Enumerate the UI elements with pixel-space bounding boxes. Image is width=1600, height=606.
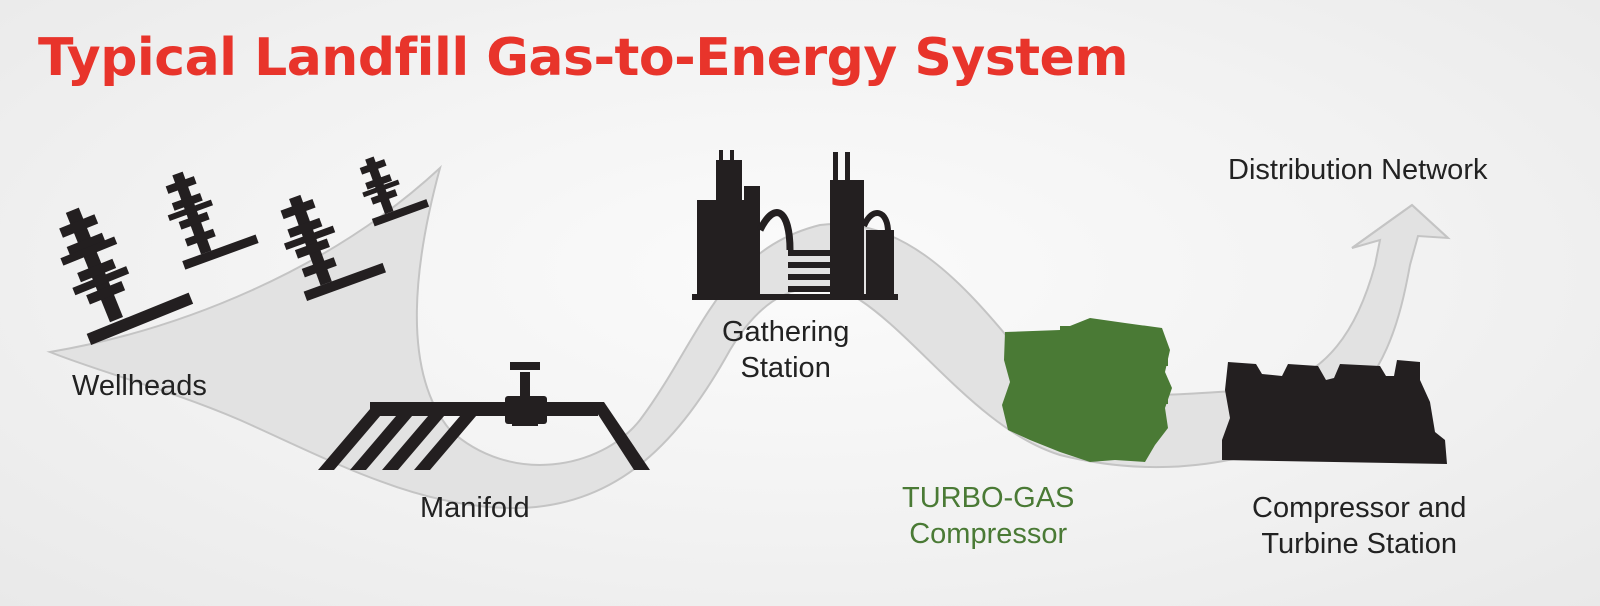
gathering-station-label-line2: Station (740, 352, 831, 384)
compressor-station-label-line2: Turbine Station (1261, 528, 1457, 560)
wellhead-4-icon (359, 156, 430, 227)
gathering-station-label-line1: Gathering (722, 316, 850, 348)
turbo-gas-label-line2: Compressor (909, 518, 1068, 550)
wellheads-label: Wellheads (72, 370, 207, 402)
gathering-station-icon (692, 150, 898, 300)
turbo-gas-label-line1: TURBO-GAS (902, 482, 1075, 514)
manifold-label: Manifold (420, 492, 530, 524)
diagram-title: Typical Landfill Gas-to-Energy System (38, 28, 1129, 88)
turbo-gas-compressor-label: TURBO-GAS Compressor (902, 480, 1074, 552)
compressor-turbine-station-icon (1222, 360, 1447, 464)
manifold-icon (318, 362, 650, 470)
compressor-turbine-station-label: Compressor and Turbine Station (1252, 490, 1466, 562)
gathering-station-label: Gathering Station (722, 314, 849, 386)
distribution-arrow-icon (1351, 203, 1449, 249)
distribution-network-label: Distribution Network (1228, 154, 1488, 186)
wellhead-1-icon (59, 207, 194, 345)
turbo-gas-compressor-icon (1002, 318, 1172, 462)
compressor-station-label-line1: Compressor and (1252, 492, 1467, 524)
wellhead-3-icon (280, 194, 386, 302)
wellhead-2-icon (165, 171, 259, 270)
